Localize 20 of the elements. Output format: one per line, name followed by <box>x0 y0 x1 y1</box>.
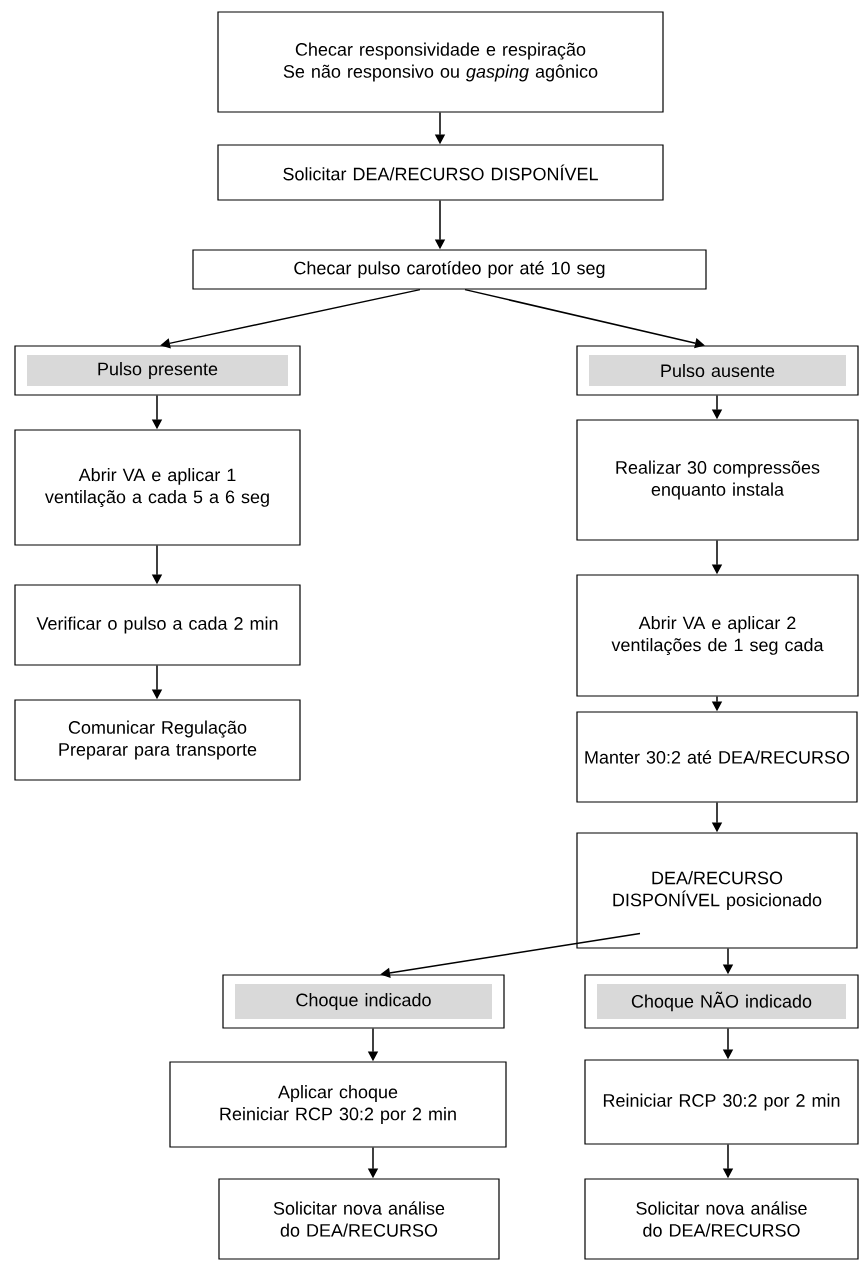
process-box: Manter 30:2 até DEA/RECURSO <box>576 711 858 803</box>
header-box: Pulso ausente <box>576 345 859 396</box>
process-box: Solicitar DEA/RECURSO DISPONÍVEL <box>217 144 664 201</box>
process-box: Abrir VA e aplicar 1 ventilação a cada 5 a 6 seg <box>14 429 301 546</box>
process-box: Verificar o pulso a cada 2 min <box>14 584 301 666</box>
process-box: Solicitar nova análise do DEA/RECURSO <box>584 1178 859 1260</box>
process-box: DEA/RECURSO DISPONÍVEL posicionado <box>576 832 858 949</box>
header-box: Choque indicado <box>222 974 505 1029</box>
process-box: Abrir VA e aplicar 2 ventilações de 1 seg cada <box>576 574 859 697</box>
arrow <box>160 288 421 349</box>
process-box: Realizar 30 compressões enquanto instala <box>576 419 859 541</box>
header-box: Pulso presente <box>14 345 301 396</box>
process-box: Checar responsividade e respiração Se não responsivo ou gasping agônico <box>217 11 664 113</box>
process-box: Comunicar Regulação Preparar para transporte <box>14 699 301 781</box>
header-box: Choque NÃO indicado <box>584 974 859 1029</box>
arrow <box>380 932 641 978</box>
process-box: Aplicar choque Reiniciar RCP 30:2 por 2 min <box>169 1061 507 1148</box>
process-box: Checar pulso carotídeo por até 10 seg <box>192 249 707 290</box>
process-box: Reiniciar RCP 30:2 por 2 min <box>584 1059 859 1145</box>
process-box: Solicitar nova análise do DEA/RECURSO <box>218 1178 500 1260</box>
